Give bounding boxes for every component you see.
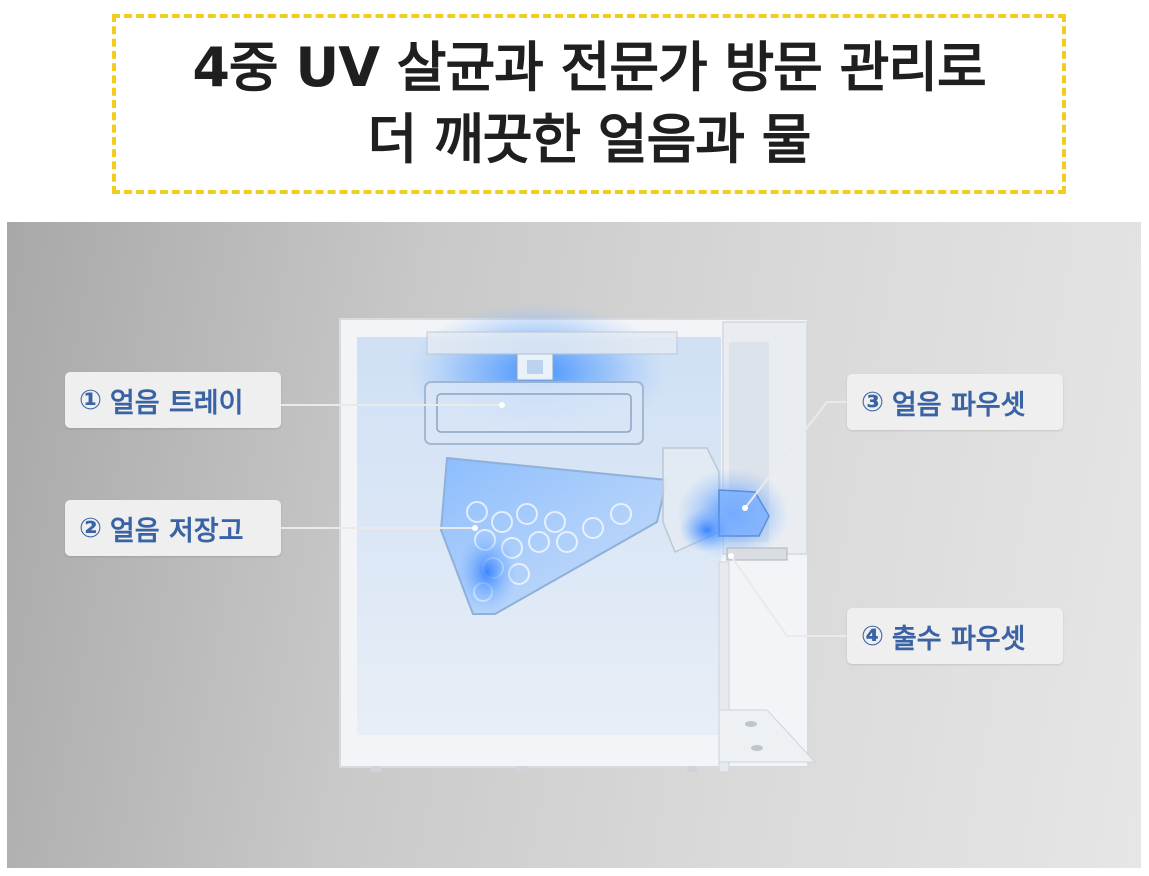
label-text: 출수 파우셋 (891, 623, 1026, 655)
label-text: 얼음 파우셋 (891, 389, 1026, 421)
label-number: ③ (861, 386, 884, 418)
headline-line-1: 4중 UV 살균과 전문가 방문 관리로 (192, 36, 986, 99)
label-text: 얼음 트레이 (109, 387, 244, 419)
leader-line-ice-faucet (744, 401, 847, 509)
label-text: 얼음 저장고 (109, 515, 244, 547)
label-ice-faucet: ③ 얼음 파우셋 (847, 374, 1063, 430)
label-number: ① (79, 384, 102, 416)
leader-line-water-faucet (730, 555, 847, 637)
headline-line-2: 더 깨끗한 얼음과 물 (367, 108, 812, 171)
label-water-faucet: ④ 출수 파우셋 (847, 608, 1063, 664)
ice-tray (424, 381, 644, 445)
stand-leg (718, 561, 730, 773)
label-ice-tray: ① 얼음 트레이 (65, 372, 281, 428)
uv-glow-water-faucet (679, 508, 735, 552)
headline-box: 4중 UV 살균과 전문가 방문 관리로 더 깨끗한 얼음과 물 (112, 14, 1066, 194)
product-cutaway-scene: ① 얼음 트레이 ② 얼음 저장고 ③ 얼음 파우셋 ④ 출수 파우셋 (7, 222, 1141, 868)
stand-base (718, 709, 817, 763)
label-number: ④ (861, 620, 884, 652)
label-ice-storage: ② 얼음 저장고 (65, 500, 281, 556)
ice-maker-cutaway-illustration (281, 302, 847, 773)
label-number: ② (79, 512, 102, 544)
water-faucet (726, 547, 788, 561)
